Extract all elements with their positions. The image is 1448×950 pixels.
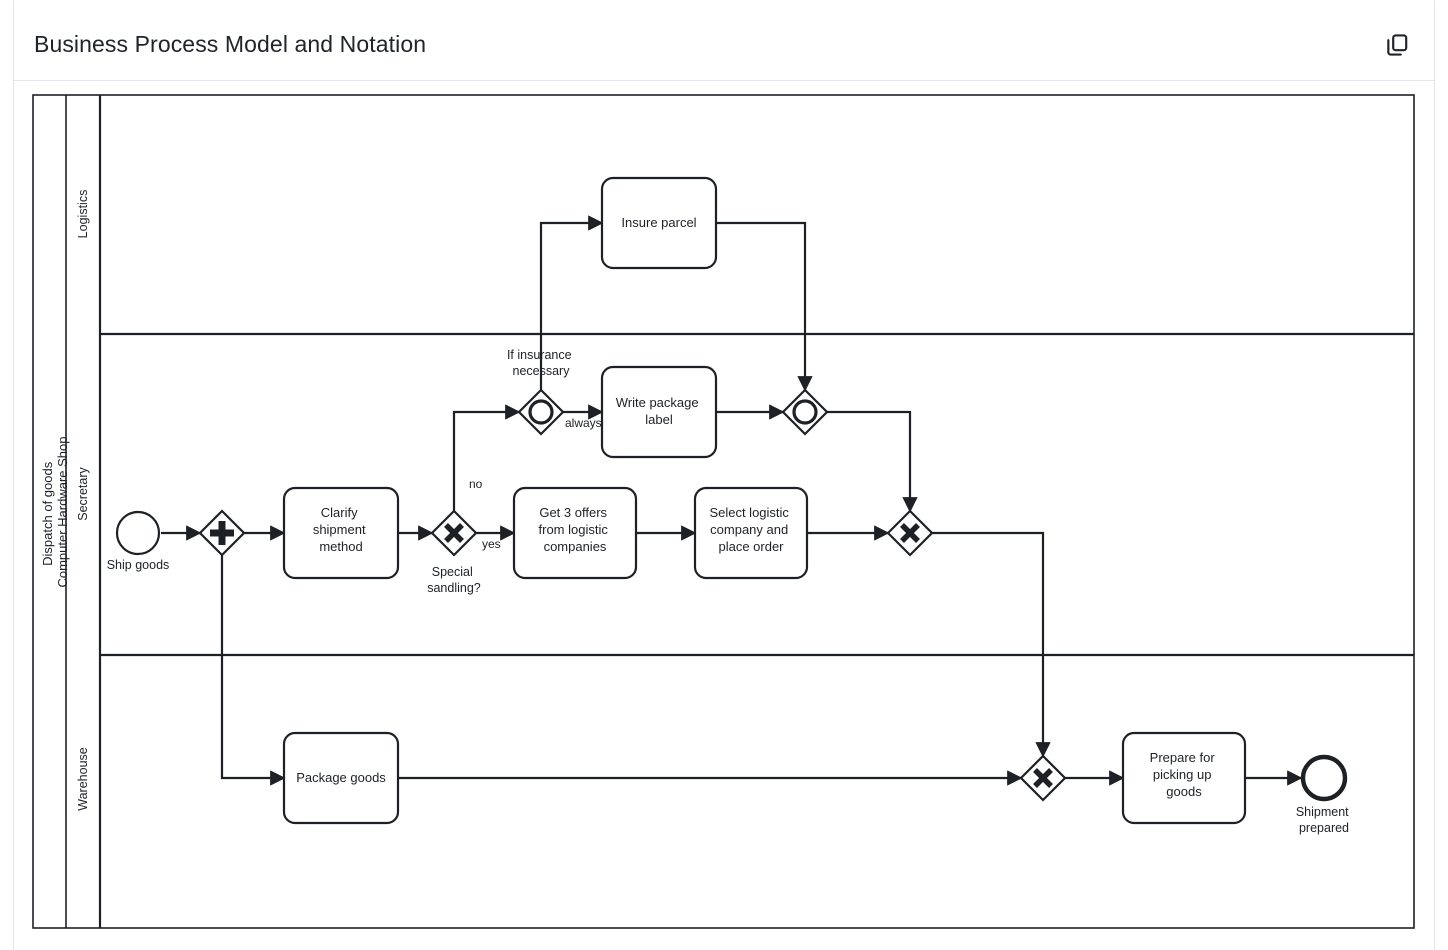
svg-text:Prepare for picking: Prepare for picking up goods	[1150, 750, 1219, 799]
flow-label-always: always	[565, 416, 602, 430]
svg-text:Get 3 offers from lo: Get 3 offers from logistic companies	[539, 505, 612, 554]
pool-label: Dispatch of goods Computer Hardware Shop	[40, 436, 70, 587]
flow-xor-no-to-insurance	[452, 404, 521, 511]
task-prepare-line0: Prepare for	[1150, 750, 1216, 765]
task-insure-parcel[interactable]: Insure parcel	[600, 176, 718, 270]
copy-icon[interactable]	[1380, 28, 1414, 62]
svg-text:yes: yes	[482, 537, 501, 551]
lane-label-logistics-text: Logistics	[76, 190, 90, 239]
task-select-line2: place order	[718, 539, 784, 554]
task-write-label-line0: Write package	[616, 395, 699, 410]
event-end-label-line0: Shipment	[1296, 805, 1349, 819]
task-clarify-line2: method	[319, 539, 362, 554]
sequence-flows	[161, 215, 1303, 786]
task-write-package-label[interactable]: Write package label	[600, 365, 718, 459]
event-end-label-line1: prepared	[1299, 821, 1349, 835]
lane-label-secretary: Secretary	[76, 467, 90, 521]
svg-text:Insure parcel: Insure parcel	[621, 215, 696, 230]
svg-text:no: no	[469, 477, 483, 491]
task-prepare-picking-up[interactable]: Prepare for picking up goods	[1121, 731, 1247, 825]
task-clarify-shipment-method[interactable]: Clarify shipment method	[282, 486, 400, 580]
page-title: Business Process Model and Notation	[34, 31, 427, 57]
gateway-insurance-split[interactable]: If insurance necessary	[507, 348, 575, 436]
task-clarify-line0: Clarify	[321, 505, 358, 520]
pool-label-line1: Dispatch of goods	[40, 461, 55, 566]
flow-insurance-merge-to-xor	[827, 410, 918, 513]
flow-insurance-to-insure-parcel	[539, 215, 604, 390]
pool-label-line2: Computer Hardware Shop	[55, 436, 70, 587]
gateway-insurance-split-line0: If insurance	[507, 348, 572, 362]
task-prepare-line1: picking up	[1153, 767, 1212, 782]
flow-insure-parcel-to-merge	[716, 221, 813, 392]
gateway-exclusive-merge-secretary[interactable]	[886, 509, 934, 557]
flow-label-no: no	[469, 477, 483, 491]
task-write-label-line1: label	[645, 412, 673, 427]
task-package-goods[interactable]: Package goods	[282, 731, 400, 825]
flow-label-yes: yes	[482, 537, 501, 551]
svg-text:always: always	[565, 416, 602, 430]
svg-text:Clarify shipment: Clarify shipment method	[313, 505, 369, 554]
task-offers-line2: companies	[544, 539, 607, 554]
event-start-label: Ship goods	[107, 558, 170, 572]
gateway-insurance-merge[interactable]	[781, 388, 829, 436]
task-package-goods-line0: Package goods	[296, 770, 386, 785]
event-end-shipment-prepared[interactable]: Shipment prepared	[1296, 754, 1352, 835]
svg-text:Special sandling?: Special sandling?	[427, 565, 481, 595]
lane-label-secretary-text: Secretary	[76, 467, 90, 521]
lane-label-logistics: Logistics	[76, 190, 90, 239]
svg-text:Write package label: Write package label	[616, 395, 702, 427]
task-prepare-line2: goods	[1166, 784, 1202, 799]
svg-text:Select logistic comp: Select logistic company and place order	[709, 505, 792, 554]
lane-label-warehouse-text: Warehouse	[76, 747, 90, 811]
lane-dividers	[100, 332, 1414, 657]
gateway-parallel-merge-warehouse[interactable]	[1019, 754, 1067, 802]
flow-xor-to-warehouse-merge	[932, 531, 1051, 758]
task-offers-line1: from logistic	[539, 522, 609, 537]
event-start-ship-goods[interactable]: Ship goods	[107, 510, 170, 572]
bpmn-diagram[interactable]: Dispatch of goods Computer Hardware Shop…	[14, 82, 1434, 942]
gateway-special-handling-line1: sandling?	[427, 581, 481, 595]
task-clarify-line1: shipment	[313, 522, 366, 537]
svg-text:Shipment prepared: Shipment prepared	[1296, 805, 1352, 835]
task-select-line0: Select logistic	[709, 505, 789, 520]
svg-text:Dispatch of goods Co: Dispatch of goods Computer Hardware Shop	[40, 436, 70, 587]
svg-text:If insurance necessa: If insurance necessary	[507, 348, 575, 378]
task-get-3-offers[interactable]: Get 3 offers from logistic companies	[512, 486, 638, 580]
gateway-insurance-split-line1: necessary	[513, 364, 571, 378]
task-insure-parcel-line0: Insure parcel	[621, 215, 696, 230]
svg-text:Package goods: Package goods	[296, 770, 386, 785]
flow-parallel-to-package	[220, 555, 286, 786]
lane-label-warehouse: Warehouse	[76, 747, 90, 811]
gateway-special-handling-line0: Special	[432, 565, 473, 579]
card-header: Business Process Model and Notation	[14, 9, 1434, 81]
task-offers-line0: Get 3 offers	[539, 505, 607, 520]
task-select-line1: company and	[710, 522, 788, 537]
gateway-parallel-split[interactable]	[198, 509, 246, 557]
task-select-logistic-company[interactable]: Select logistic company and place order	[693, 486, 809, 580]
gateway-special-handling[interactable]: Special sandling?	[427, 509, 481, 595]
